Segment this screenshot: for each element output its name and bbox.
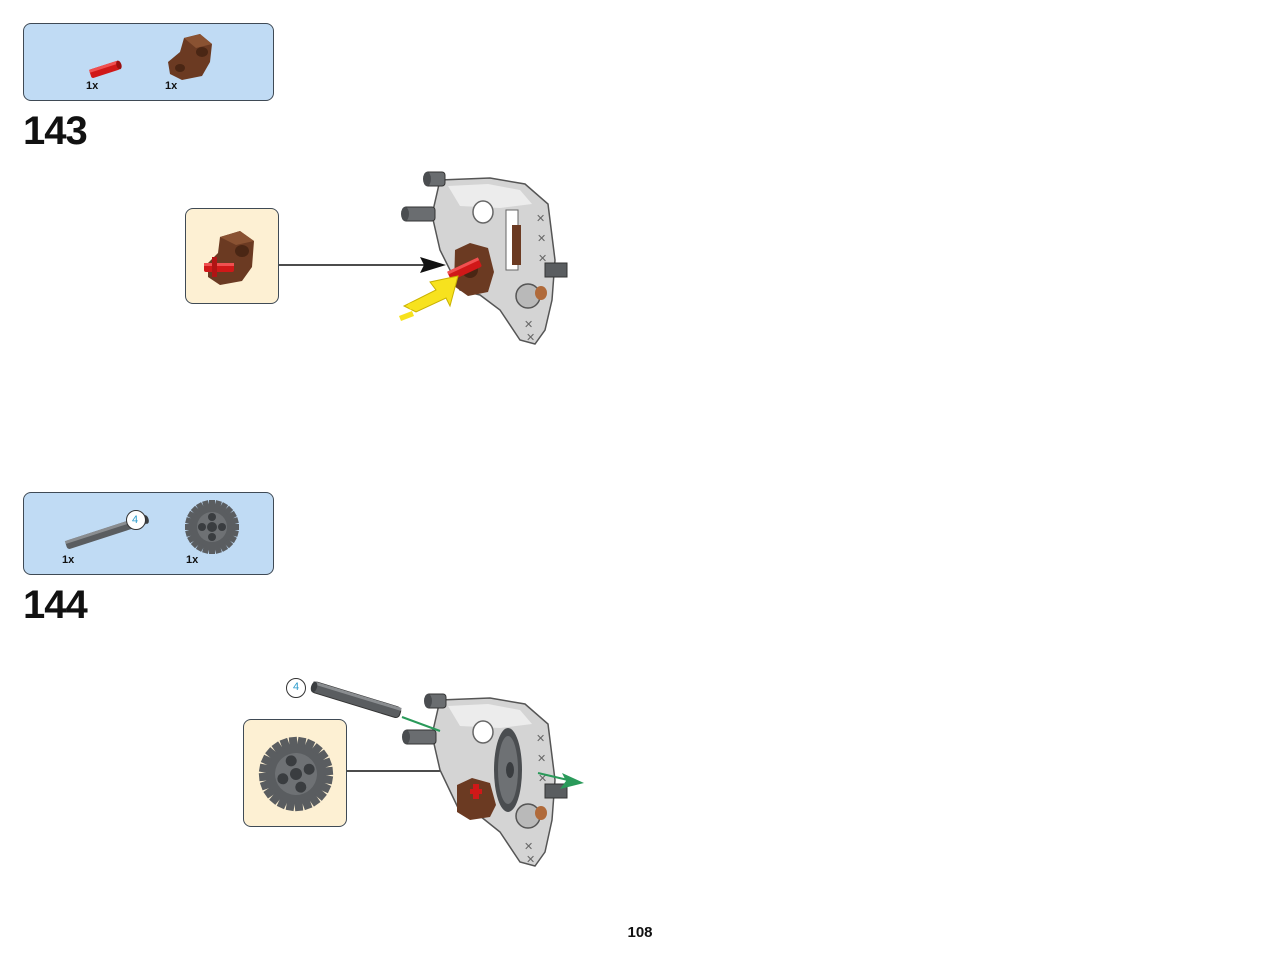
part-qty: 1x	[62, 554, 75, 566]
svg-text:✕: ✕	[537, 232, 546, 245]
svg-text:✕: ✕	[538, 252, 547, 265]
svg-text:✕: ✕	[536, 212, 545, 225]
part-qty: 1x	[186, 554, 199, 566]
step-number: 143	[23, 109, 88, 153]
svg-text:✕: ✕	[526, 853, 535, 866]
svg-text:✕: ✕	[536, 732, 545, 745]
parts-list-step-144: 4 1x	[23, 492, 274, 575]
step-number: 144	[23, 583, 88, 627]
axle-length-label: 4	[132, 514, 139, 526]
part-qty: 1x	[165, 80, 178, 92]
brown-angle-connector-icon	[168, 34, 212, 80]
svg-text:✕: ✕	[538, 772, 547, 785]
callout-gear-144	[243, 719, 347, 827]
part-qty: 1x	[86, 80, 99, 92]
technic-frame-143: ✕ ✕ ✕ ✕ ✕	[401, 171, 568, 345]
svg-text:✕: ✕	[526, 331, 535, 344]
svg-text:✕: ✕	[524, 318, 533, 331]
callout-subassembly-143	[185, 208, 279, 304]
axle-length-label: 4	[293, 681, 300, 693]
svg-text:✕: ✕	[524, 840, 533, 853]
gear-icon	[258, 736, 334, 812]
length-indicator-icon	[126, 510, 146, 530]
parts-list-step-143: 1x 1x	[23, 23, 274, 101]
red-axle-pin-icon	[88, 60, 122, 78]
insertion-arrow-icon	[560, 773, 584, 789]
gear-icon	[185, 500, 239, 554]
technic-frame-144: ✕ ✕ ✕ ✕ ✕	[402, 693, 568, 867]
connector-with-pin-icon	[204, 231, 254, 285]
svg-text:✕: ✕	[537, 752, 546, 765]
page-number: 108	[627, 924, 653, 941]
length-indicator-icon	[286, 678, 306, 698]
axle-being-inserted	[310, 681, 402, 719]
